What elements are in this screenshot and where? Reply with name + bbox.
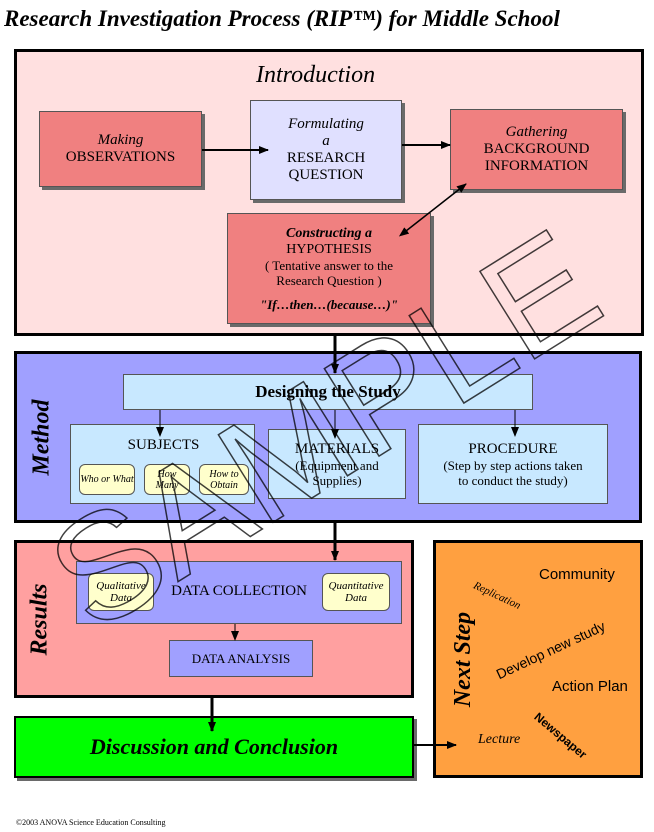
copyright-text: ©2003 ANOVA Science Education Consulting (16, 818, 166, 827)
research-question-box: Formulating a RESEARCH QUESTION (250, 100, 402, 200)
materials-box: MATERIALS (Equipment and Supplies) (268, 429, 406, 499)
hypothesis-line3: ( Tentative answer to the (264, 257, 394, 273)
materials-heading: MATERIALS (294, 440, 380, 457)
procedure-box: PROCEDURE (Step by step actions taken to… (418, 424, 608, 504)
hypothesis-line5: "If…then…(because…)" (260, 296, 398, 312)
data-collection-box: Qualitative Data DATA COLLECTION Quantit… (76, 561, 402, 624)
next-step-label: Next Step (450, 611, 477, 707)
next-step-lecture: Lecture (478, 732, 521, 747)
designing-study-label: Designing the Study (255, 382, 401, 401)
background-line3: INFORMATION (484, 158, 589, 174)
method-label-wrap: Method (14, 351, 70, 523)
introduction-heading: Introduction (256, 62, 376, 88)
background-line1: Gathering (505, 124, 568, 140)
method-label: Method (28, 398, 55, 476)
qualitative-label: Qualitative Data (96, 580, 146, 604)
results-label: Results (26, 582, 53, 656)
discussion-label: Discussion and Conclusion (89, 734, 339, 759)
question-line3: RESEARCH (286, 150, 366, 166)
designing-study-box: Designing the Study (123, 374, 533, 410)
subjects-box: SUBJECTS Who or What How Many How to Obt… (70, 424, 255, 504)
procedure-heading: PROCEDURE (468, 440, 558, 457)
subjects-heading: SUBJECTS (127, 437, 200, 453)
procedure-line3: to conduct the study) (458, 472, 568, 488)
subjects-how-many: How Many (144, 464, 190, 495)
quantitative-label: Quantitative Data (328, 580, 384, 604)
hypothesis-line4: Research Question ) (276, 272, 382, 288)
hypothesis-box: Constructing a HYPOTHESIS ( Tentative an… (227, 213, 431, 324)
subjects-item-label: How to Obtain (209, 468, 239, 491)
quantitative-data-pill: Quantitative Data (322, 573, 390, 611)
question-line2: a (322, 133, 330, 149)
hypothesis-line1: Constructing a (286, 225, 372, 241)
data-collection-label: DATA COLLECTION (171, 583, 307, 599)
observations-line2: OBSERVATIONS (65, 149, 176, 165)
discussion-box: Discussion and Conclusion (14, 716, 414, 778)
hypothesis-line2: HYPOTHESIS (286, 241, 372, 257)
data-analysis-box: DATA ANALYSIS (169, 640, 313, 677)
data-analysis-label: DATA ANALYSIS (191, 651, 291, 666)
question-line4: QUESTION (288, 167, 364, 183)
qualitative-data-pill: Qualitative Data (88, 573, 154, 611)
subjects-how-to-obtain: How to Obtain (199, 464, 249, 495)
background-info-box: Gathering BACKGROUND INFORMATION (450, 109, 623, 190)
materials-line3: Supplies) (312, 472, 362, 488)
observations-line1: Making (97, 132, 144, 148)
subjects-who-what: Who or What (79, 464, 135, 495)
subjects-item-label: How Many (155, 468, 179, 491)
question-line1: Formulating (288, 116, 364, 132)
next-step-action-plan: Action Plan (552, 678, 628, 695)
subjects-item-label: Who or What (80, 474, 134, 485)
next-step-panel (433, 540, 643, 778)
results-label-wrap: Results (14, 540, 66, 698)
next-step-community: Community (539, 566, 615, 583)
observations-box: Making OBSERVATIONS (39, 111, 202, 187)
page-title: Research Investigation Process (RIP™) fo… (4, 6, 560, 31)
materials-line2: (Equipment and (295, 457, 379, 473)
background-line2: BACKGROUND (483, 141, 590, 157)
procedure-line2: (Step by step actions taken (443, 457, 583, 473)
